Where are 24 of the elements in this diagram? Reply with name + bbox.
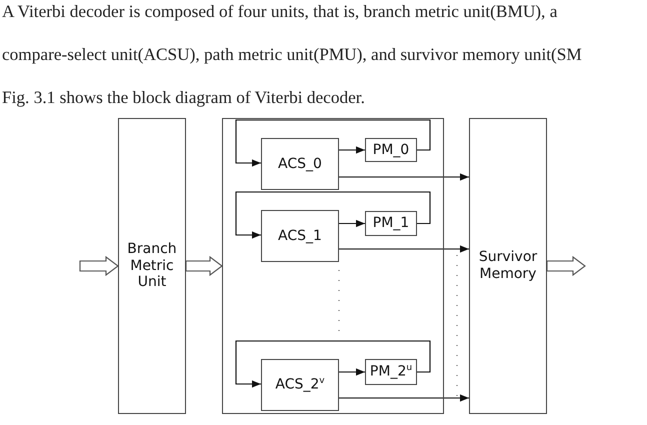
unit-box: Survivor Memory [469,118,547,414]
unit-box: Branch Metric Unit [118,118,186,414]
block-box: ACS_0 [261,138,339,190]
arrow [339,394,469,402]
paragraph-line: compare-select unit(ACSU), path metric unit(PMU), and survivor memory unit(SM [2,45,582,65]
block-arrow [185,256,223,276]
block-box: PM_1 [365,211,417,236]
arrow [235,191,431,239]
block-arrow [546,256,586,276]
arrow [235,340,431,388]
arrow [235,119,431,167]
paragraph-line: Fig. 3.1 shows the block diagram of Viterbi decoder. [2,88,365,108]
block-box: ACS_1 [261,210,339,262]
arrow [339,220,365,228]
arrow [339,245,469,253]
block-box: PM_2$^{u}$ [365,359,417,385]
arrow [339,368,365,376]
block-box: ACS_2$^{v}$ [261,359,339,411]
paragraph-line: A Viterbi decoder is composed of four units, that is, branch metric unit(BMU), a [2,2,558,22]
container-box [222,118,444,414]
arrow [339,146,365,154]
block-arrow [79,256,119,276]
block-box: PM_0 [365,138,417,162]
arrow [339,173,469,181]
